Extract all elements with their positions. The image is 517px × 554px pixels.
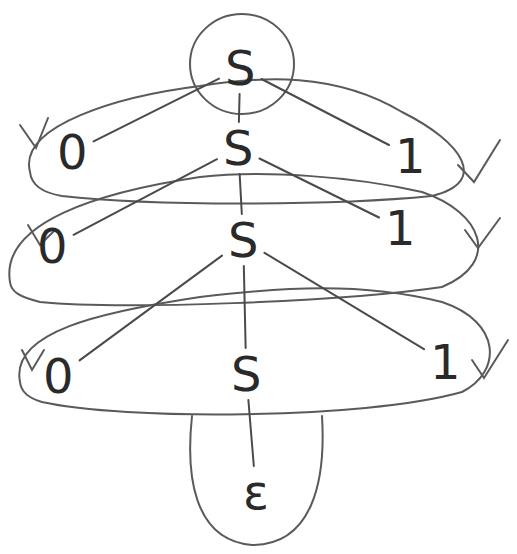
root-circle (190, 14, 294, 114)
symbol-text: S (231, 350, 261, 398)
check-mark (458, 140, 500, 182)
symbol-text: 0 (43, 352, 74, 400)
check-mark (465, 218, 500, 248)
tree-symbol: S (222, 214, 264, 266)
check-mark (22, 350, 44, 370)
tree-symbol: 1 (424, 336, 467, 388)
symbol-text: 1 (430, 338, 461, 386)
symbol-text: 1 (395, 132, 426, 180)
tree-branch (261, 79, 389, 145)
level-blob (29, 79, 464, 203)
symbol-text: 0 (37, 222, 68, 270)
check-mark (472, 340, 508, 378)
symbol-text: S (223, 124, 253, 172)
tree-branch (74, 159, 217, 235)
tree-symbol: ε (237, 466, 275, 518)
symbol-text: 1 (385, 204, 416, 252)
tree-branch (248, 400, 253, 466)
tree-symbol: 0 (31, 220, 74, 272)
tree-symbol: 1 (379, 202, 422, 254)
level-blob (19, 288, 490, 414)
tree-symbol: S (217, 122, 259, 174)
symbol-text: S (228, 216, 258, 264)
tree-symbol: 0 (51, 126, 94, 178)
symbol-text: 0 (57, 128, 88, 176)
tree-branch (264, 253, 424, 349)
tree-symbol: 1 (389, 130, 432, 182)
tree-branch (80, 256, 222, 361)
symbol-text: ε (243, 468, 269, 516)
tree-branch (259, 158, 379, 217)
symbol-text: S (225, 44, 255, 92)
leaf-loop (190, 416, 322, 545)
tree-branch (244, 266, 246, 348)
tree-branch (94, 79, 219, 142)
tree-symbol: 0 (37, 350, 80, 402)
tree-branch (238, 94, 241, 122)
tree-symbol: S (219, 42, 261, 94)
check-mark (20, 118, 48, 148)
tree-branch (240, 174, 242, 214)
tree-symbol: S (225, 348, 267, 400)
